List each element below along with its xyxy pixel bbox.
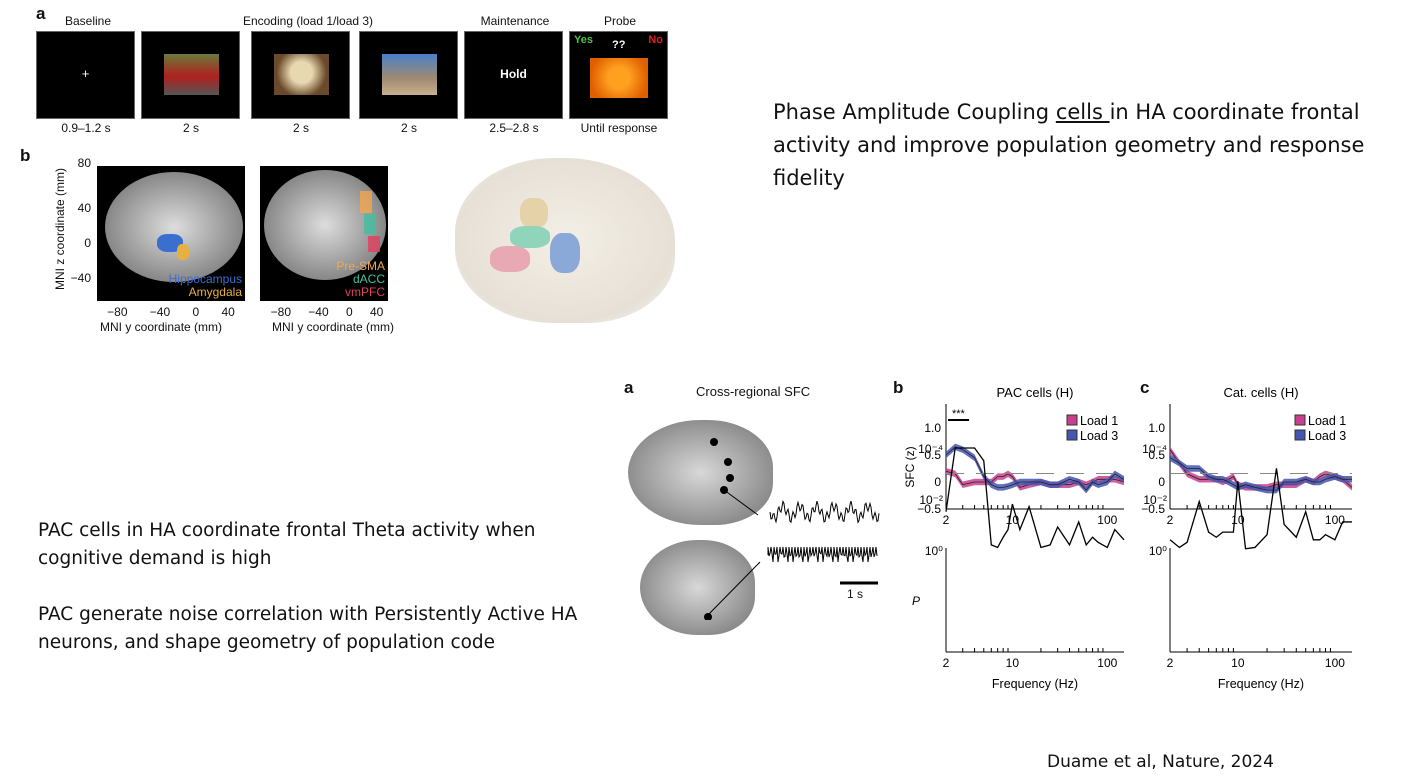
y-tick-label: 1.0 <box>1148 421 1165 435</box>
x-tick-label: 100 <box>1325 513 1345 527</box>
x-tick-label: 2 <box>1167 656 1174 670</box>
x-tick-label: 100 <box>1325 656 1345 670</box>
x-tick-label: 100 <box>1097 513 1117 527</box>
x-tick-label: 2 <box>1167 513 1174 527</box>
p-value-line <box>946 448 1124 547</box>
y-tick-label: 10⁰ <box>925 544 943 558</box>
legend-swatch <box>1067 415 1077 425</box>
x-axis-label: Frequency (Hz) <box>992 677 1078 691</box>
chart-title: Cat. cells (H) <box>1223 385 1298 400</box>
y-axis-label: P <box>912 594 920 608</box>
x-axis-label: Frequency (Hz) <box>1218 677 1304 691</box>
y-tick-label: 10⁻² <box>919 493 943 507</box>
y-tick-label: 1.0 <box>924 421 941 435</box>
legend-swatch <box>1295 430 1305 440</box>
legend-label: Load 1 <box>1080 414 1118 428</box>
chart-title: PAC cells (H) <box>996 385 1073 400</box>
y-axis-label: SFC (z) <box>903 446 917 487</box>
legend-swatch <box>1295 415 1305 425</box>
legend-label: Load 3 <box>1080 429 1118 443</box>
legend-swatch <box>1067 430 1077 440</box>
x-tick-label: 10 <box>1006 656 1020 670</box>
y-tick-label: 10⁰ <box>1149 544 1167 558</box>
x-tick-label: 2 <box>943 513 950 527</box>
x-tick-label: 10 <box>1231 656 1245 670</box>
x-tick-label: 100 <box>1097 656 1117 670</box>
legend-label: Load 3 <box>1308 429 1346 443</box>
y-tick-label: 0 <box>1158 475 1165 489</box>
y-tick-label: 10⁻⁴ <box>1142 442 1167 456</box>
y-tick-label: 10⁻⁴ <box>918 442 943 456</box>
x-tick-label: 2 <box>943 656 950 670</box>
y-tick-label: 10⁻² <box>1143 493 1167 507</box>
significance-label: *** <box>952 408 966 420</box>
y-tick-label: 0 <box>934 475 941 489</box>
legend-label: Load 1 <box>1308 414 1346 428</box>
